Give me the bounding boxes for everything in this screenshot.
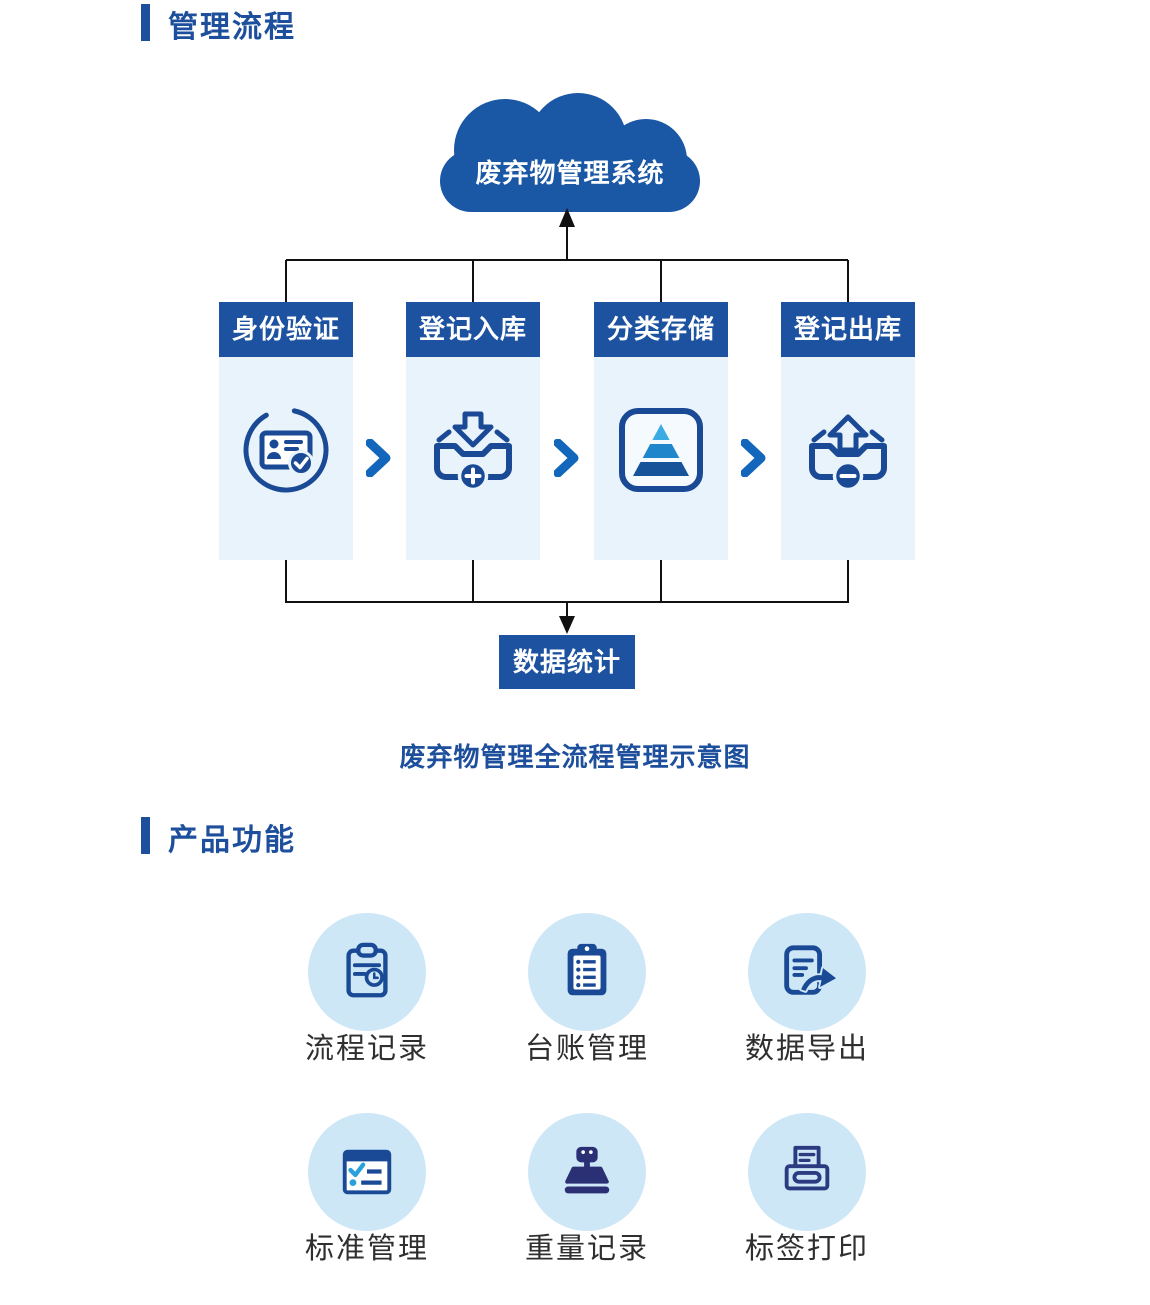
flow-step-title: 身份验证 [219,302,353,357]
flow-step-title: 登记出库 [781,302,915,357]
checklist-window-icon [308,1113,426,1231]
pyramid-layers-icon [613,402,709,498]
section-title-process: 管理流程 [168,11,296,44]
flow-step-classified-storage: 分类存储 [594,302,728,560]
chevron-right-icon [553,438,580,478]
document-export-icon [748,913,866,1031]
id-card-check-icon [238,402,334,498]
flow-step-identity: 身份验证 [219,302,353,560]
cloud-system-label: 废弃物管理系统 [475,158,665,188]
feature-label: 标准管理 [304,1233,430,1265]
feature-label: 数据导出 [744,1033,870,1065]
label-printer-icon [748,1113,866,1231]
flow-step-storage-in: 登记入库 [406,302,540,560]
feature-label: 标签打印 [744,1233,870,1265]
clipboard-list-icon [528,913,646,1031]
chevron-right-icon [365,438,392,478]
section-title-features: 产品功能 [168,824,296,857]
flow-step-storage-out: 登记出库 [781,302,915,560]
flow-connectors [285,93,849,634]
chevron-right-icon [740,438,767,478]
flow-step-title: 登记入库 [406,302,540,357]
section-bar [141,817,150,854]
cloud-shape [440,93,700,212]
section-bar [141,4,150,41]
flow-step-title: 分类存储 [594,302,728,357]
feature-label: 台账管理 [524,1033,650,1065]
flow-caption: 废弃物管理全流程管理示意图 [399,742,751,772]
inbox-add-icon [425,402,521,498]
data-statistics-box: 数据统计 [499,635,635,689]
feature-label: 重量记录 [524,1233,650,1265]
clipboard-clock-icon [308,913,426,1031]
outbox-remove-icon [800,402,896,498]
feature-label: 流程记录 [304,1033,430,1065]
weighing-scale-icon [528,1113,646,1231]
